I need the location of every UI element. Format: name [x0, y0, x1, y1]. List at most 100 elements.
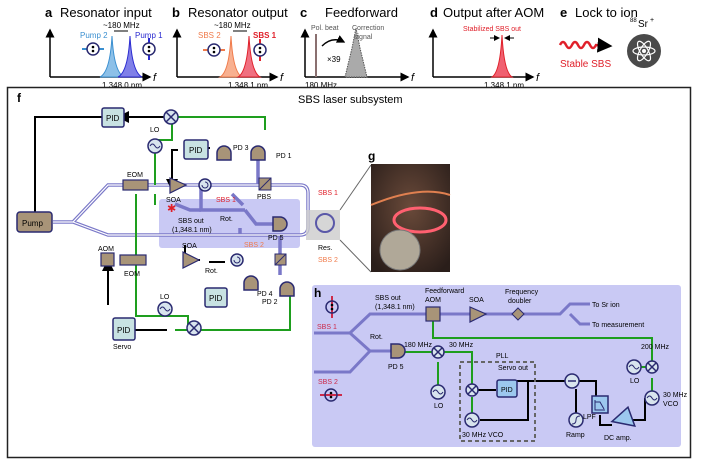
pid-main[interactable]: PID — [101, 107, 125, 128]
pbs-label: PBS — [257, 194, 271, 201]
panel-b: b Resonator output f ~180 MHz SBS 2 SBS … — [172, 5, 288, 90]
lo-label: LO — [630, 378, 640, 385]
pid-label: PID — [501, 387, 513, 394]
pd1-label: PD 1 — [276, 153, 292, 160]
panel-b-wavelength: 1,348.1 nm — [228, 81, 268, 90]
sbs1-label: SBS 1 — [216, 197, 236, 204]
correction-label-1: Correction — [352, 25, 384, 32]
panel-d-letter: d — [430, 5, 438, 20]
stabilized-label: Stabilized SBS out — [463, 26, 521, 33]
pump-box[interactable]: Pump — [16, 211, 53, 233]
panel-a-wavelength: 1,348.0 nm — [102, 81, 142, 90]
res-label: Res. — [318, 245, 332, 252]
vco-icon — [644, 390, 660, 406]
pump1-label: Pump 1 — [135, 31, 163, 40]
zoom-line — [339, 239, 372, 273]
freq-180-label: 180 MHz — [404, 342, 433, 349]
panel-b-title: Resonator output — [188, 5, 288, 20]
pbs-splitter: PBS — [257, 177, 272, 201]
rot-label: Rot. — [370, 334, 383, 341]
lpf-filter-icon: LPF — [583, 395, 609, 421]
rot-label: Rot. — [205, 268, 218, 275]
panel-d-axis-f: f — [536, 72, 540, 84]
pid-label: PID — [189, 146, 203, 155]
lo-label: LO — [150, 127, 160, 134]
eom-label: EOM — [127, 172, 143, 179]
horizontal-polarization-icon — [203, 43, 225, 57]
pid-label: PID — [117, 326, 131, 335]
soa-top: SOA — [166, 177, 188, 204]
multiply-arrow — [321, 35, 346, 47]
lo-oscillator-icon: LO — [626, 359, 642, 385]
pump1-peak — [117, 35, 143, 78]
zoom-line — [339, 164, 372, 211]
lo-label: LO — [434, 403, 444, 410]
laser-output-icon: ✱ — [167, 203, 176, 215]
panel-c-axis-f: f — [411, 72, 415, 84]
to-sr-ion-label: To Sr ion — [592, 302, 620, 309]
sbs1-label: SBS 1 — [253, 31, 277, 40]
pump2-label: Pump 2 — [80, 31, 108, 40]
pid-servo[interactable]: PID Servo — [112, 317, 136, 351]
panel-c-letter: c — [300, 5, 307, 20]
panel-a-title: Resonator input — [60, 5, 152, 20]
pd4-photodiode: PD 4 — [243, 275, 273, 298]
correction-label-2: signal — [354, 34, 373, 41]
servo-label: Servo — [113, 344, 131, 351]
sbs2-polarization-icon — [320, 388, 342, 402]
vco-30-label-2: VCO — [663, 401, 679, 408]
servo-out-label: Servo out — [498, 365, 528, 372]
soa-label: SOA — [182, 243, 197, 250]
pid-soa[interactable]: PID — [183, 139, 209, 160]
pd4-label: PD 4 — [257, 291, 273, 298]
ion-mass: 88 — [630, 18, 637, 24]
panel-b-axis-f: f — [280, 72, 284, 84]
frequency-doubler — [511, 307, 525, 321]
eom-bottom: EOM — [119, 254, 147, 278]
pid-pll[interactable]: PID — [496, 379, 518, 398]
pump-label: Pump — [22, 219, 43, 228]
lo-oscillator-icon: LO — [430, 384, 446, 410]
eom-label: EOM — [124, 271, 140, 278]
panel-e-letter: e — [560, 5, 567, 20]
pump2-peak — [99, 35, 125, 78]
mixer-icon — [186, 320, 202, 336]
panel-e: e Lock to ion 88 Sr + Stable SBS — [558, 5, 661, 70]
panel-c-freq: 180 MHz — [305, 81, 337, 90]
pid-label: PID — [209, 294, 223, 303]
vco-30-label-1: 30 MHz — [663, 392, 688, 399]
dc-amp-triangle — [610, 405, 636, 427]
lo-oscillator-icon: LO — [157, 294, 173, 317]
sbs2-label: SBS 2 — [244, 242, 264, 249]
rot-label: Rot. — [220, 216, 233, 223]
stable-sbs-label: Stable SBS — [560, 59, 611, 70]
pd2-photodiode: PD 2 — [262, 281, 295, 306]
aom-box: AOM — [98, 246, 115, 267]
panel-c-title: Feedforward — [325, 5, 398, 20]
panel-d: d Output after AOM f Stabilized SBS out … — [428, 5, 544, 90]
ramp-label: Ramp — [566, 432, 585, 439]
stabilized-peak — [490, 34, 514, 78]
pll-label: PLL — [496, 353, 509, 360]
sbs1-label: SBS 1 — [317, 324, 337, 331]
soa-bottom: SOA — [182, 243, 201, 269]
doubler-label-1: Frequency — [505, 289, 539, 296]
pid-bottom[interactable]: PID — [204, 287, 228, 308]
sbs-out-wavelength: (1,348.1 nm) — [172, 227, 212, 234]
sbs1-polarization-icon — [325, 296, 339, 318]
to-measurement-label: To measurement — [592, 322, 644, 329]
freq-200-label: 200 MHz — [641, 344, 670, 351]
panel-b-spacing: ~180 MHz — [214, 21, 251, 30]
soa-label: SOA — [166, 197, 181, 204]
pll-box — [459, 361, 536, 442]
horizontal-polarization-icon — [82, 42, 104, 56]
pol-beat-label: Pol. beat — [311, 25, 339, 32]
pd5-label: PD 5 — [268, 235, 284, 242]
sbs1-label-res: SBS 1 — [318, 190, 338, 197]
panel-h-letter: h — [314, 286, 321, 300]
ramp-generator-icon: Ramp — [566, 412, 585, 439]
beam-splitter-icon — [274, 253, 287, 266]
soa-label: SOA — [469, 297, 484, 304]
panel-g-letter: g — [368, 149, 375, 163]
